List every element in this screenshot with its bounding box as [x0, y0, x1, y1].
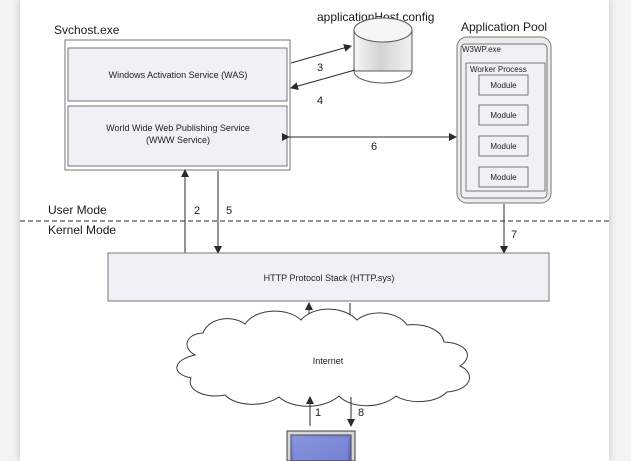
module-label-1: Module [490, 81, 517, 90]
http-protocol-stack-box [107, 252, 550, 302]
module-label-4: Module [490, 173, 517, 182]
kernel-mode-label: Kernel Mode [48, 223, 116, 237]
arrow-4-label: 4 [317, 95, 323, 107]
module-label-3: Module [490, 142, 517, 151]
arrow-7-label: 7 [511, 229, 517, 241]
arrow-8-label: 8 [358, 407, 364, 419]
w3wp-label: W3WP.exe [462, 45, 502, 54]
database-icon [353, 17, 413, 84]
internet-label: Internet [313, 356, 344, 366]
arrow-6-label: 6 [371, 141, 377, 153]
worker-process-label: Worker Process [470, 65, 527, 74]
arrow-2-label: 2 [194, 205, 200, 217]
was-box [67, 47, 288, 102]
module-box-1 [478, 74, 529, 96]
www-label-line-1: World Wide Web Publishing Service [106, 123, 250, 133]
arrow-5-label: 5 [226, 205, 232, 217]
title-svchost: Svchost.exe [54, 23, 120, 37]
arrow-3 [290, 44, 352, 64]
module-label-2: Module [490, 111, 517, 120]
title-application-host-config: applicationHost.config [317, 10, 434, 24]
was-label: Windows Activation Service (WAS) [109, 70, 248, 80]
module-box-4 [478, 166, 529, 188]
module-box-2 [478, 104, 529, 126]
http-protocol-stack-label: HTTP Protocol Stack (HTTP.sys) [264, 273, 395, 283]
cloud-icon [176, 308, 471, 407]
title-application-pool: Application Pool [461, 20, 547, 34]
svchost-container [64, 39, 291, 171]
module-list: Module Module Module Module [478, 74, 529, 188]
www-label-line-2: (WWW Service) [146, 135, 210, 145]
arrow-1-label: 1 [315, 407, 321, 419]
monitor-icon [286, 430, 356, 461]
user-mode-label: User Mode [48, 203, 107, 217]
arrow-3-label: 3 [317, 62, 323, 74]
arrow-4 [290, 69, 356, 90]
module-box-3 [478, 135, 529, 157]
